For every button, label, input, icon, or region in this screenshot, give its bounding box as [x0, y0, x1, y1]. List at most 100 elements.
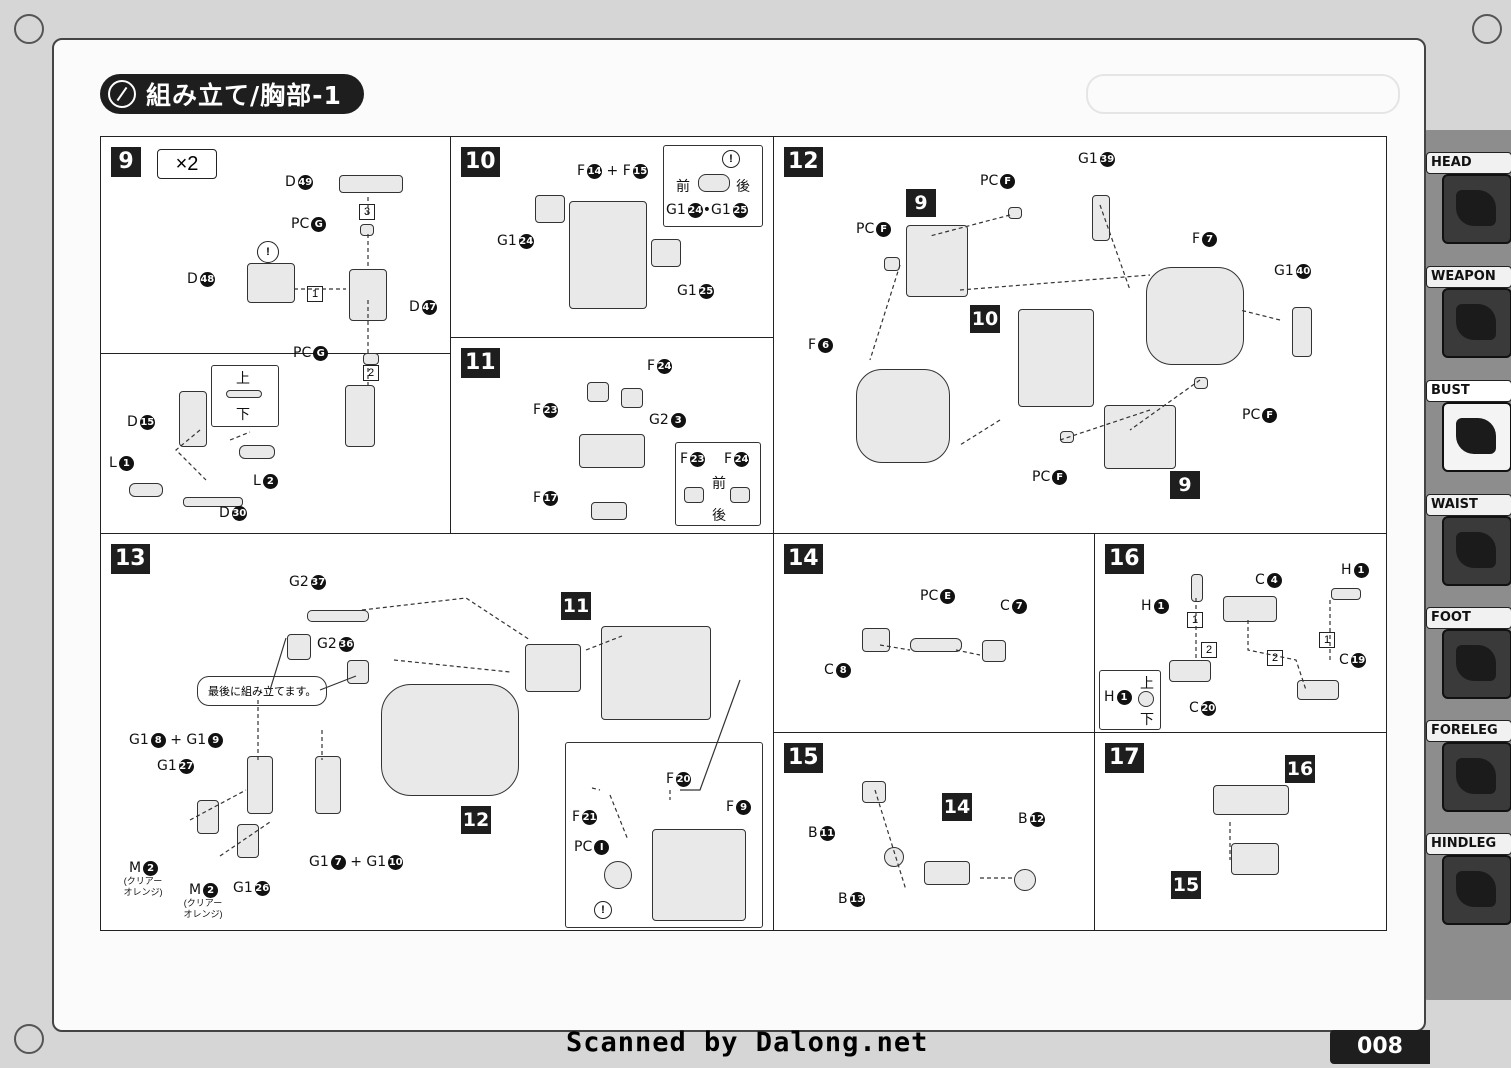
part-shape: [315, 756, 341, 814]
part-note: (クリアー オレンジ): [183, 898, 223, 919]
step-number: 16: [1105, 544, 1144, 574]
part-shape: [1014, 869, 1036, 891]
part-shape: [287, 634, 311, 660]
part-shape: [579, 434, 645, 468]
tab-hindleg[interactable]: HINDLEG: [1426, 833, 1511, 931]
step-number: 12: [784, 147, 823, 177]
part-shape: [179, 391, 207, 447]
tab-bust[interactable]: BUST: [1426, 380, 1511, 478]
foot-icon: [1442, 629, 1511, 699]
part-shape: [1138, 691, 1154, 707]
tab-waist[interactable]: WAIST: [1426, 494, 1511, 592]
step-number: 9: [111, 147, 141, 177]
tab-head[interactable]: HEAD: [1426, 152, 1511, 250]
part-shape: [684, 487, 704, 503]
step-number: 13: [111, 544, 150, 574]
tab-foot[interactable]: FOOT: [1426, 607, 1511, 705]
tab-weapon[interactable]: WEAPON: [1426, 266, 1511, 364]
waist-icon: [1442, 516, 1511, 586]
warning-icon: !: [722, 150, 740, 168]
part-shape: [237, 824, 259, 858]
part-shape: [247, 263, 295, 303]
step-ref-9: 9: [1170, 471, 1200, 499]
part-shape: [698, 174, 730, 192]
part-note: (クリアー オレンジ): [123, 876, 163, 897]
chest-block-shape: [1104, 405, 1176, 469]
step-17-panel: 17 16 15: [1094, 732, 1387, 931]
part-shape: [1297, 680, 1339, 700]
part-shape: [345, 385, 375, 447]
part-shape: [1213, 785, 1289, 815]
corner-bolt-icon: [14, 1024, 44, 1054]
part-shape: [1231, 843, 1279, 875]
part-shape: [247, 756, 273, 814]
part-shape: [129, 483, 163, 497]
sequence-badge: 2: [1267, 650, 1283, 666]
up-label: 上: [236, 371, 250, 387]
part-shape: [587, 382, 609, 402]
octagon-frame-shape: [1146, 267, 1244, 365]
part-shape: [884, 847, 904, 867]
orientation-callout: 上 下: [211, 365, 279, 427]
down-label: 下: [1140, 712, 1154, 728]
warning-icon: !: [257, 241, 279, 263]
step-ref-9: 9: [906, 189, 936, 217]
tab-label: HINDLEG: [1426, 833, 1511, 855]
warning-icon: !: [594, 901, 612, 919]
note-text: 最後に組み立てます。: [208, 686, 317, 698]
part-shape: [363, 353, 379, 365]
compass-icon: [108, 80, 136, 108]
step-number: 10: [461, 147, 500, 177]
step-ref-10: 10: [970, 305, 1000, 333]
sequence-badge: 1: [307, 286, 323, 302]
part-shape: [349, 269, 387, 321]
part-shape: [862, 628, 890, 652]
hindleg-icon: [1442, 855, 1511, 925]
bust-icon: [1442, 402, 1511, 472]
back-label: 後: [712, 508, 726, 524]
part-shape: [307, 610, 369, 622]
part-shape: [1008, 207, 1022, 219]
tab-label: WAIST: [1426, 494, 1511, 516]
part-shape: [621, 388, 643, 408]
part-shape: [1060, 431, 1074, 443]
tab-foreleg[interactable]: FORELEG: [1426, 720, 1511, 818]
part-shape: [339, 175, 403, 193]
step-number: 17: [1105, 743, 1144, 773]
part-shape: [1169, 660, 1211, 682]
arm-frame-shape: [652, 829, 746, 921]
